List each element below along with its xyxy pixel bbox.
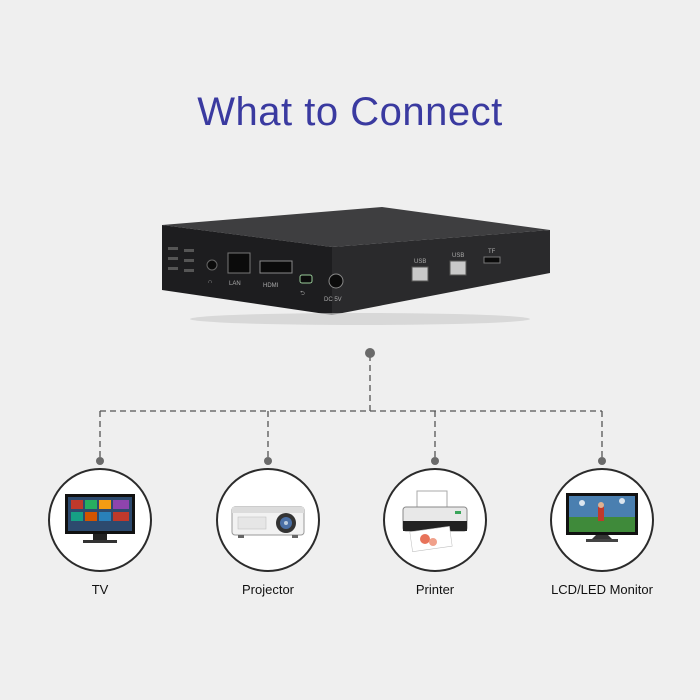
hdmi-port-label: HDMI: [263, 283, 279, 289]
tf-port-label: TF: [488, 249, 496, 255]
printer-node: [383, 468, 487, 572]
source-dot: [365, 348, 375, 358]
printer-icon: [402, 490, 468, 552]
printer-label: Printer: [415, 582, 455, 597]
usb2-port-label: USB: [452, 253, 464, 259]
dc-port-label: DC 5V: [324, 297, 342, 303]
tv-box-device: ∩ LAN HDMI ⮌ DC 5V USB USB TF: [162, 207, 550, 325]
monitor-label: LCD/LED Monitor: [551, 582, 653, 597]
tv-node: [48, 468, 152, 572]
monitor-icon: [566, 493, 638, 542]
projector-label: Projector: [241, 582, 295, 597]
projector-node: [216, 468, 320, 572]
monitor-node: [550, 468, 654, 572]
usb1-port-label: USB: [414, 259, 426, 265]
audio-port-label: ∩: [208, 279, 212, 285]
projector-icon: [231, 506, 305, 538]
page-title: What to Connect: [197, 90, 503, 134]
lan-port-label: LAN: [229, 281, 241, 287]
tv-icon: [65, 494, 135, 543]
tv-label: TV: [91, 582, 109, 597]
otg-port-label: ⮌: [300, 290, 305, 297]
